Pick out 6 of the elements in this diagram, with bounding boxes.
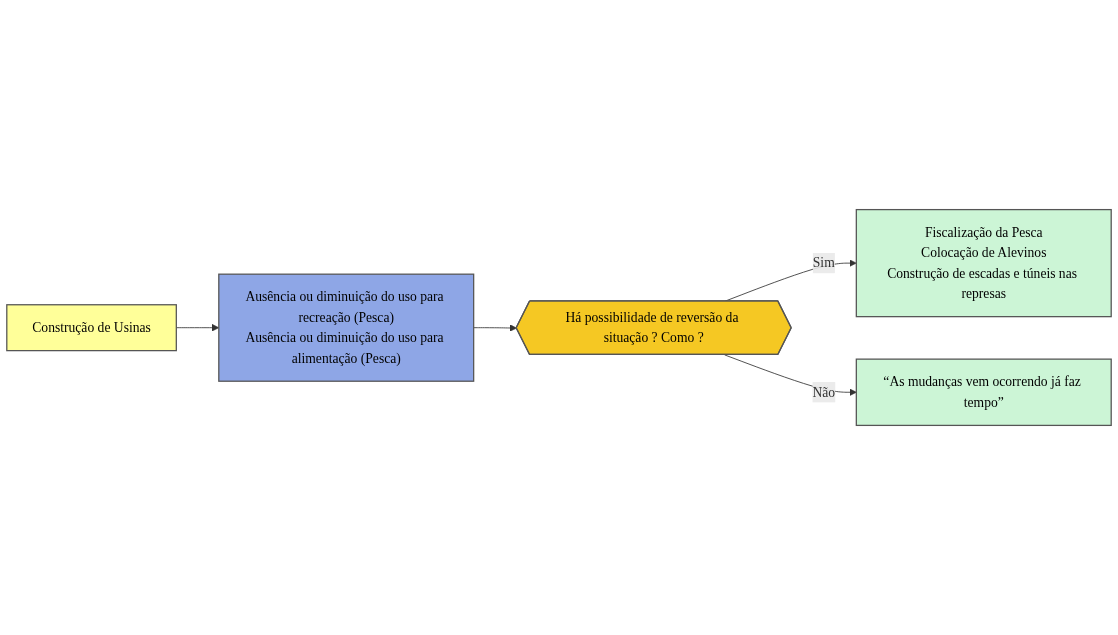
edge-label: Sim (812, 255, 835, 270)
node-box: Fiscalização da Pesca Colocação de Alevinos Construção de escadas e túneis nas represas (855, 208, 1112, 318)
node-box: “As mudanças vem ocorrendo já faz tempo” (855, 358, 1112, 427)
node-box: Ausência ou diminuição do uso para recreação (Pesca) Ausência ou diminuição do uso para alimentação (Pesca) (218, 273, 475, 382)
edge-label: Não (812, 384, 836, 400)
node-box: Construção de Usinas (6, 304, 177, 352)
